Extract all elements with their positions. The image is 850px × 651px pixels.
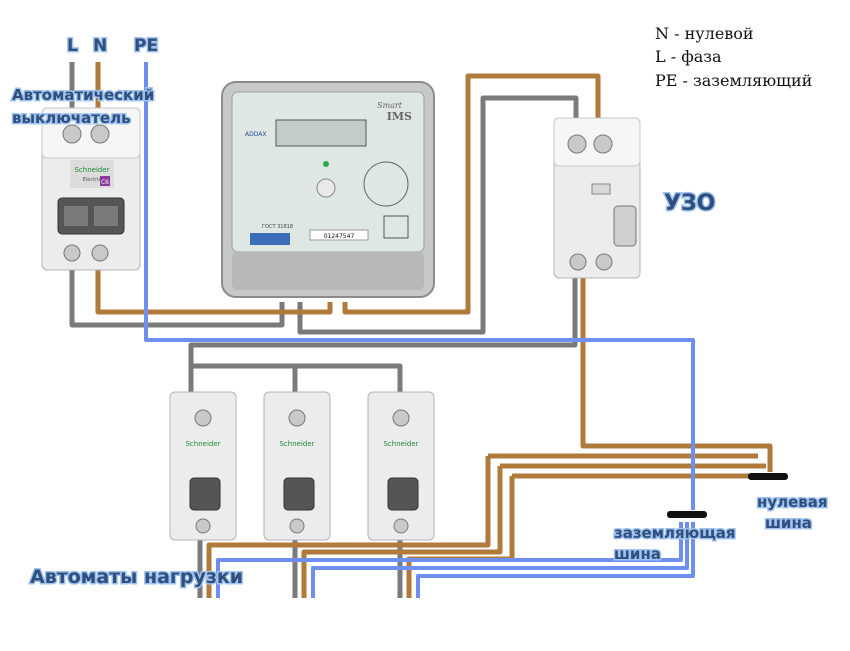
terminal-screw	[288, 409, 306, 427]
meter-brand: ADDAX	[245, 131, 266, 138]
breaker-rating: C6	[101, 179, 109, 186]
load-breaker-1: Schneider	[169, 391, 237, 541]
test-button[interactable]	[591, 183, 611, 195]
ground-bus-label-line2: шина	[614, 545, 661, 563]
rcd-device	[553, 117, 641, 279]
legend-neutral: N - нулевой	[655, 24, 754, 43]
terminal-label-n: N	[93, 36, 107, 56]
meter-serial: 01247547	[324, 233, 355, 240]
terminal-screw	[393, 518, 409, 534]
phase-wires	[69, 62, 579, 598]
neutral-bus-bar	[748, 473, 788, 480]
breaker-brand: Schneider	[279, 440, 314, 448]
neutral-bus-label-line2: шина	[765, 514, 812, 532]
wires	[69, 62, 778, 598]
terminal-screw	[63, 244, 81, 262]
meter-seal-circle	[363, 161, 409, 207]
breaker-brand: Schneider	[74, 166, 109, 174]
breaker-brand-sub: Electric	[83, 177, 102, 183]
terminal-label-l: L	[67, 36, 78, 56]
breaker-brand: Schneider	[383, 440, 418, 448]
toggle-lever[interactable]	[283, 477, 315, 511]
load-breakers-label: Автоматы нагрузки	[30, 566, 243, 588]
main-breaker-label-line1: Автоматический	[12, 86, 154, 104]
terminal-screw	[593, 134, 613, 154]
legend-earth: PE - заземляющий	[655, 71, 812, 90]
legend-phase: L - фаза	[655, 47, 722, 66]
toggle-lever[interactable]	[613, 205, 637, 247]
terminal-screw	[91, 244, 109, 262]
ground-bus-bar	[667, 511, 707, 518]
terminal-label-pe: PE	[134, 36, 158, 56]
optical-port	[316, 178, 336, 198]
meter-gost: ГОСТ 31818	[262, 224, 293, 230]
pulse-led	[323, 161, 329, 167]
breaker-brand: Schneider	[185, 440, 220, 448]
neutral-wires	[95, 62, 778, 598]
terminal-screw	[567, 134, 587, 154]
rcd-label: УЗО	[664, 191, 715, 216]
main-breaker: Schneider Electric C6	[41, 107, 141, 271]
load-breaker-2: Schneider	[263, 391, 331, 541]
neutral-bus-label-line1: нулевая	[757, 493, 828, 511]
terminal-screw	[62, 124, 82, 144]
terminal-screw	[595, 253, 613, 271]
toggle-lever[interactable]	[189, 477, 221, 511]
ground-bus-label-line1: заземляющая	[614, 524, 736, 542]
load-breaker-3: Schneider	[367, 391, 435, 541]
terminal-screw	[194, 409, 212, 427]
terminal-screw	[289, 518, 305, 534]
meter-model-line2: IMS	[387, 110, 412, 123]
earth-wires	[144, 62, 695, 598]
electricity-meter: ADDAX Smart IMS ГОСТ 31818 01247547	[221, 81, 435, 298]
terminal-screw	[569, 253, 587, 271]
main-breaker-label-line2: выключатель	[12, 109, 131, 127]
toggle-lever[interactable]	[387, 477, 419, 511]
terminal-screw	[195, 518, 211, 534]
terminal-screw	[90, 124, 110, 144]
terminal-screw	[392, 409, 410, 427]
meter-model-line1: Smart	[377, 101, 403, 110]
